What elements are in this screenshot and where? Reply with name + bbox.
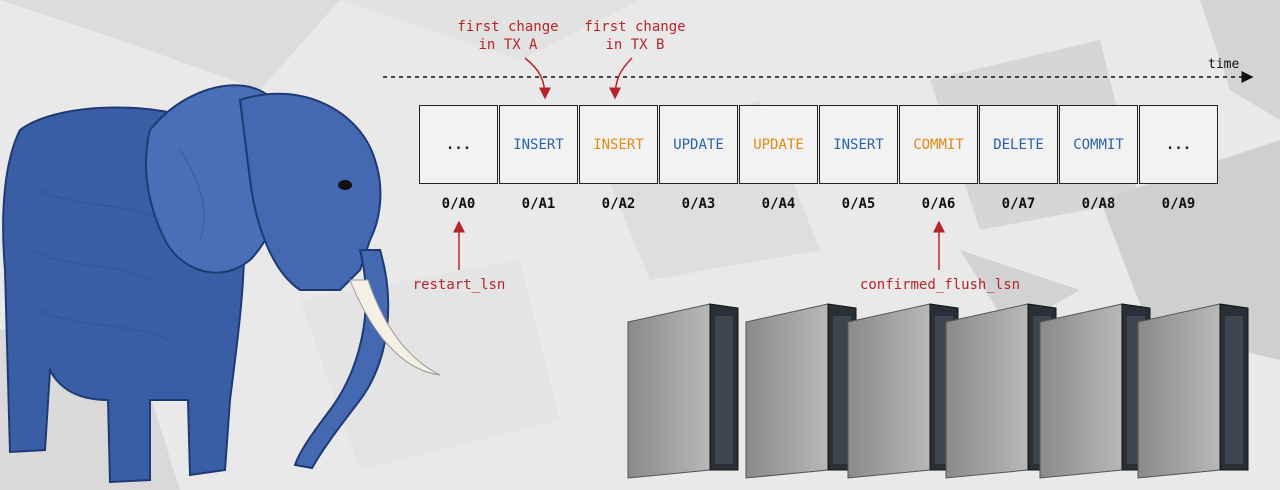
wal-record: ... — [419, 105, 498, 184]
wal-record-label: UPDATE — [753, 136, 804, 153]
server-tower-icon — [627, 303, 739, 479]
server-towers — [627, 303, 1249, 479]
wal-record: INSERT — [499, 105, 578, 184]
wal-record-label: DELETE — [993, 136, 1044, 153]
wal-record: INSERT — [819, 105, 898, 184]
server-tower-icon — [745, 303, 857, 479]
annotation-line: first change — [584, 19, 686, 35]
lsn-label: 0/A7 — [1001, 196, 1036, 212]
wal-record: UPDATE — [739, 105, 818, 184]
lsn-label: 0/A4 — [761, 196, 796, 212]
server-tower-icon — [1137, 303, 1249, 479]
wal-record: COMMIT — [899, 105, 978, 184]
time-label: time — [1208, 57, 1240, 72]
lsn-label: 0/A2 — [601, 196, 636, 212]
wal-record-label: COMMIT — [1073, 136, 1124, 153]
restart-lsn-annotation: restart_lsn — [412, 277, 506, 293]
lsn-label: 0/A5 — [841, 196, 876, 212]
lsn-label: 0/A6 — [921, 196, 956, 212]
wal-record-label: INSERT — [833, 136, 884, 153]
lsn-label: 0/A0 — [441, 196, 476, 212]
lsn-label: 0/A1 — [521, 196, 556, 212]
wal-record-label: UPDATE — [673, 136, 724, 153]
first-change-tx-a-annotation: first change in TX A — [448, 18, 568, 54]
wal-record: ... — [1139, 105, 1218, 184]
wal-record-label: INSERT — [593, 136, 644, 153]
wal-record-label: INSERT — [513, 136, 564, 153]
wal-record: DELETE — [979, 105, 1058, 184]
wal-record-label: COMMIT — [913, 136, 964, 153]
server-tower-icon — [1039, 303, 1151, 479]
wal-record: INSERT — [579, 105, 658, 184]
confirmed-flush-lsn-annotation: confirmed_flush_lsn — [859, 277, 1021, 293]
annotation-line: first change — [457, 19, 559, 35]
lsn-label: 0/A3 — [681, 196, 716, 212]
annotation-line: in TX A — [478, 37, 538, 53]
wal-record: COMMIT — [1059, 105, 1138, 184]
annotation-line: in TX B — [605, 37, 665, 53]
elephant-illustration — [2, 84, 441, 484]
lsn-label: 0/A8 — [1081, 196, 1116, 212]
wal-record-label: ... — [445, 136, 472, 153]
first-change-tx-b-annotation: first change in TX B — [575, 18, 695, 54]
lsn-label: 0/A9 — [1161, 196, 1196, 212]
wal-record: UPDATE — [659, 105, 738, 184]
wal-record-label: ... — [1165, 136, 1192, 153]
server-tower-icon — [847, 303, 959, 479]
